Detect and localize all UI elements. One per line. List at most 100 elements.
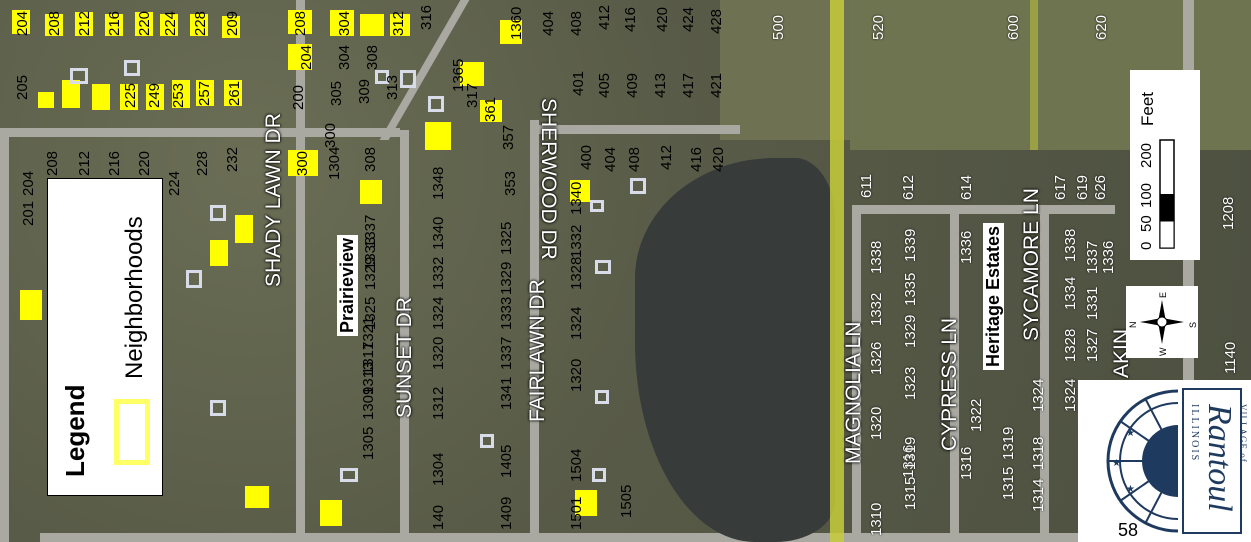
address-label: 316 bbox=[418, 4, 435, 30]
address-label: 1328 bbox=[568, 256, 585, 290]
road-left-curve bbox=[0, 135, 9, 542]
lot bbox=[500, 20, 522, 44]
lot bbox=[235, 215, 253, 243]
street-label-fairlawn: FAIRLAWN DR bbox=[526, 279, 549, 422]
address-label: 253 bbox=[170, 82, 187, 108]
address-label: 212 bbox=[76, 150, 93, 176]
lot bbox=[120, 84, 138, 110]
legend-label-neighborhoods: Neighborhoods bbox=[121, 216, 148, 379]
lot bbox=[38, 92, 54, 108]
svg-text:★: ★ bbox=[1126, 428, 1135, 439]
neighborhood-label-heritage-estates: Heritage Estates bbox=[983, 222, 1004, 370]
address-label: 612 bbox=[900, 174, 917, 200]
address-label: 205 bbox=[14, 74, 31, 100]
address-label: 1340 bbox=[430, 216, 447, 250]
house bbox=[630, 178, 646, 194]
address-label: 1409 bbox=[498, 496, 515, 530]
street-label-sycamore: SYCAMORE LN bbox=[1020, 188, 1043, 341]
address-label: 1337 bbox=[1084, 240, 1101, 274]
house bbox=[210, 205, 226, 221]
address-label: 400 bbox=[578, 144, 595, 170]
address-label: 424 bbox=[680, 6, 697, 32]
address-label: 353 bbox=[502, 170, 519, 196]
lake bbox=[635, 158, 835, 542]
road-cypress bbox=[950, 205, 959, 542]
address-label: 1336 bbox=[1100, 240, 1117, 274]
address-label: 1314 bbox=[1030, 478, 1047, 512]
road-magnolia bbox=[852, 205, 861, 542]
house bbox=[70, 68, 88, 84]
address-label: 232 bbox=[224, 146, 241, 172]
road-shady-lawn bbox=[296, 0, 305, 542]
address-label: 1140 bbox=[1222, 341, 1239, 374]
grid-label: 1505 bbox=[618, 484, 635, 518]
house bbox=[375, 70, 389, 84]
address-label: 1328 bbox=[1062, 328, 1079, 362]
compass-e: E bbox=[1158, 291, 1168, 298]
lot bbox=[245, 486, 269, 508]
street-label-sherwood: SHERWOOD DR bbox=[537, 98, 560, 260]
address-label: 204 bbox=[20, 170, 37, 196]
lot bbox=[330, 10, 354, 36]
lot bbox=[75, 12, 93, 36]
address-label: 228 bbox=[194, 150, 211, 176]
address-label: 1305 bbox=[360, 426, 377, 460]
address-label: 208 bbox=[292, 10, 309, 36]
lot bbox=[222, 16, 240, 38]
address-label: 304 bbox=[336, 10, 353, 36]
address-label: 1341 bbox=[498, 376, 515, 410]
address-label: 312 bbox=[390, 10, 407, 36]
legend: Legend Neighborhoods bbox=[47, 178, 163, 496]
scale-tick-label: 100 bbox=[1138, 182, 1155, 208]
address-label: 408 bbox=[626, 146, 643, 172]
road-bottom bbox=[40, 533, 1080, 542]
road-sunset bbox=[400, 130, 409, 542]
road-heritage-top bbox=[855, 205, 1115, 214]
house bbox=[400, 70, 416, 88]
address-label: 140 bbox=[430, 504, 447, 530]
lot bbox=[360, 14, 384, 36]
address-label: 309 bbox=[356, 78, 373, 104]
address-label: 1325 bbox=[498, 221, 515, 255]
logo-name-text: Rantoul bbox=[1201, 404, 1238, 512]
scale-bar: Feet 0 50 100 200 bbox=[1130, 70, 1200, 260]
address-label: 209 bbox=[224, 10, 241, 36]
address-label: 300 bbox=[294, 150, 311, 176]
house bbox=[124, 60, 140, 76]
scale-tick-label: 0 bbox=[1138, 241, 1155, 250]
address-label: 1322 bbox=[968, 398, 985, 432]
address-label: 212 bbox=[76, 10, 93, 36]
address-label: 428 bbox=[708, 8, 725, 34]
field-north bbox=[720, 0, 850, 140]
village-logo: ★ ★ ★ VILLAGE of Rantoul ILLINOIS bbox=[1078, 380, 1251, 542]
address-label: 204 bbox=[298, 44, 315, 70]
lot bbox=[160, 14, 178, 36]
address-label: 420 bbox=[710, 146, 727, 172]
address-label: 249 bbox=[146, 82, 163, 108]
address-label: 1312 bbox=[430, 386, 447, 420]
address-label: 220 bbox=[136, 150, 153, 176]
address-label: 308 bbox=[364, 44, 381, 70]
address-label: 1337 bbox=[498, 336, 515, 370]
address-label: 401 bbox=[570, 70, 587, 96]
compass-rose-icon bbox=[1140, 300, 1184, 344]
address-label: 412 bbox=[658, 144, 675, 170]
lot bbox=[196, 80, 214, 106]
grid-label: 520 bbox=[870, 14, 887, 40]
address-label: 1365 bbox=[450, 58, 467, 92]
address-label: 404 bbox=[540, 10, 557, 36]
rail-line-east bbox=[1030, 0, 1038, 150]
house bbox=[340, 468, 358, 482]
address-label: 1324 bbox=[568, 306, 585, 340]
address-label: 619 bbox=[1074, 174, 1091, 200]
lot bbox=[210, 240, 228, 266]
logo-frame bbox=[1182, 388, 1242, 534]
address-label: 1327 bbox=[1084, 328, 1101, 362]
address-label: 421 bbox=[708, 72, 725, 98]
address-label: 409 bbox=[624, 72, 641, 98]
lot bbox=[20, 290, 42, 320]
address-label: 305 bbox=[328, 80, 345, 106]
scale-unit-label: Feet bbox=[1138, 91, 1157, 126]
map-edge-label: 58 bbox=[1118, 520, 1139, 540]
